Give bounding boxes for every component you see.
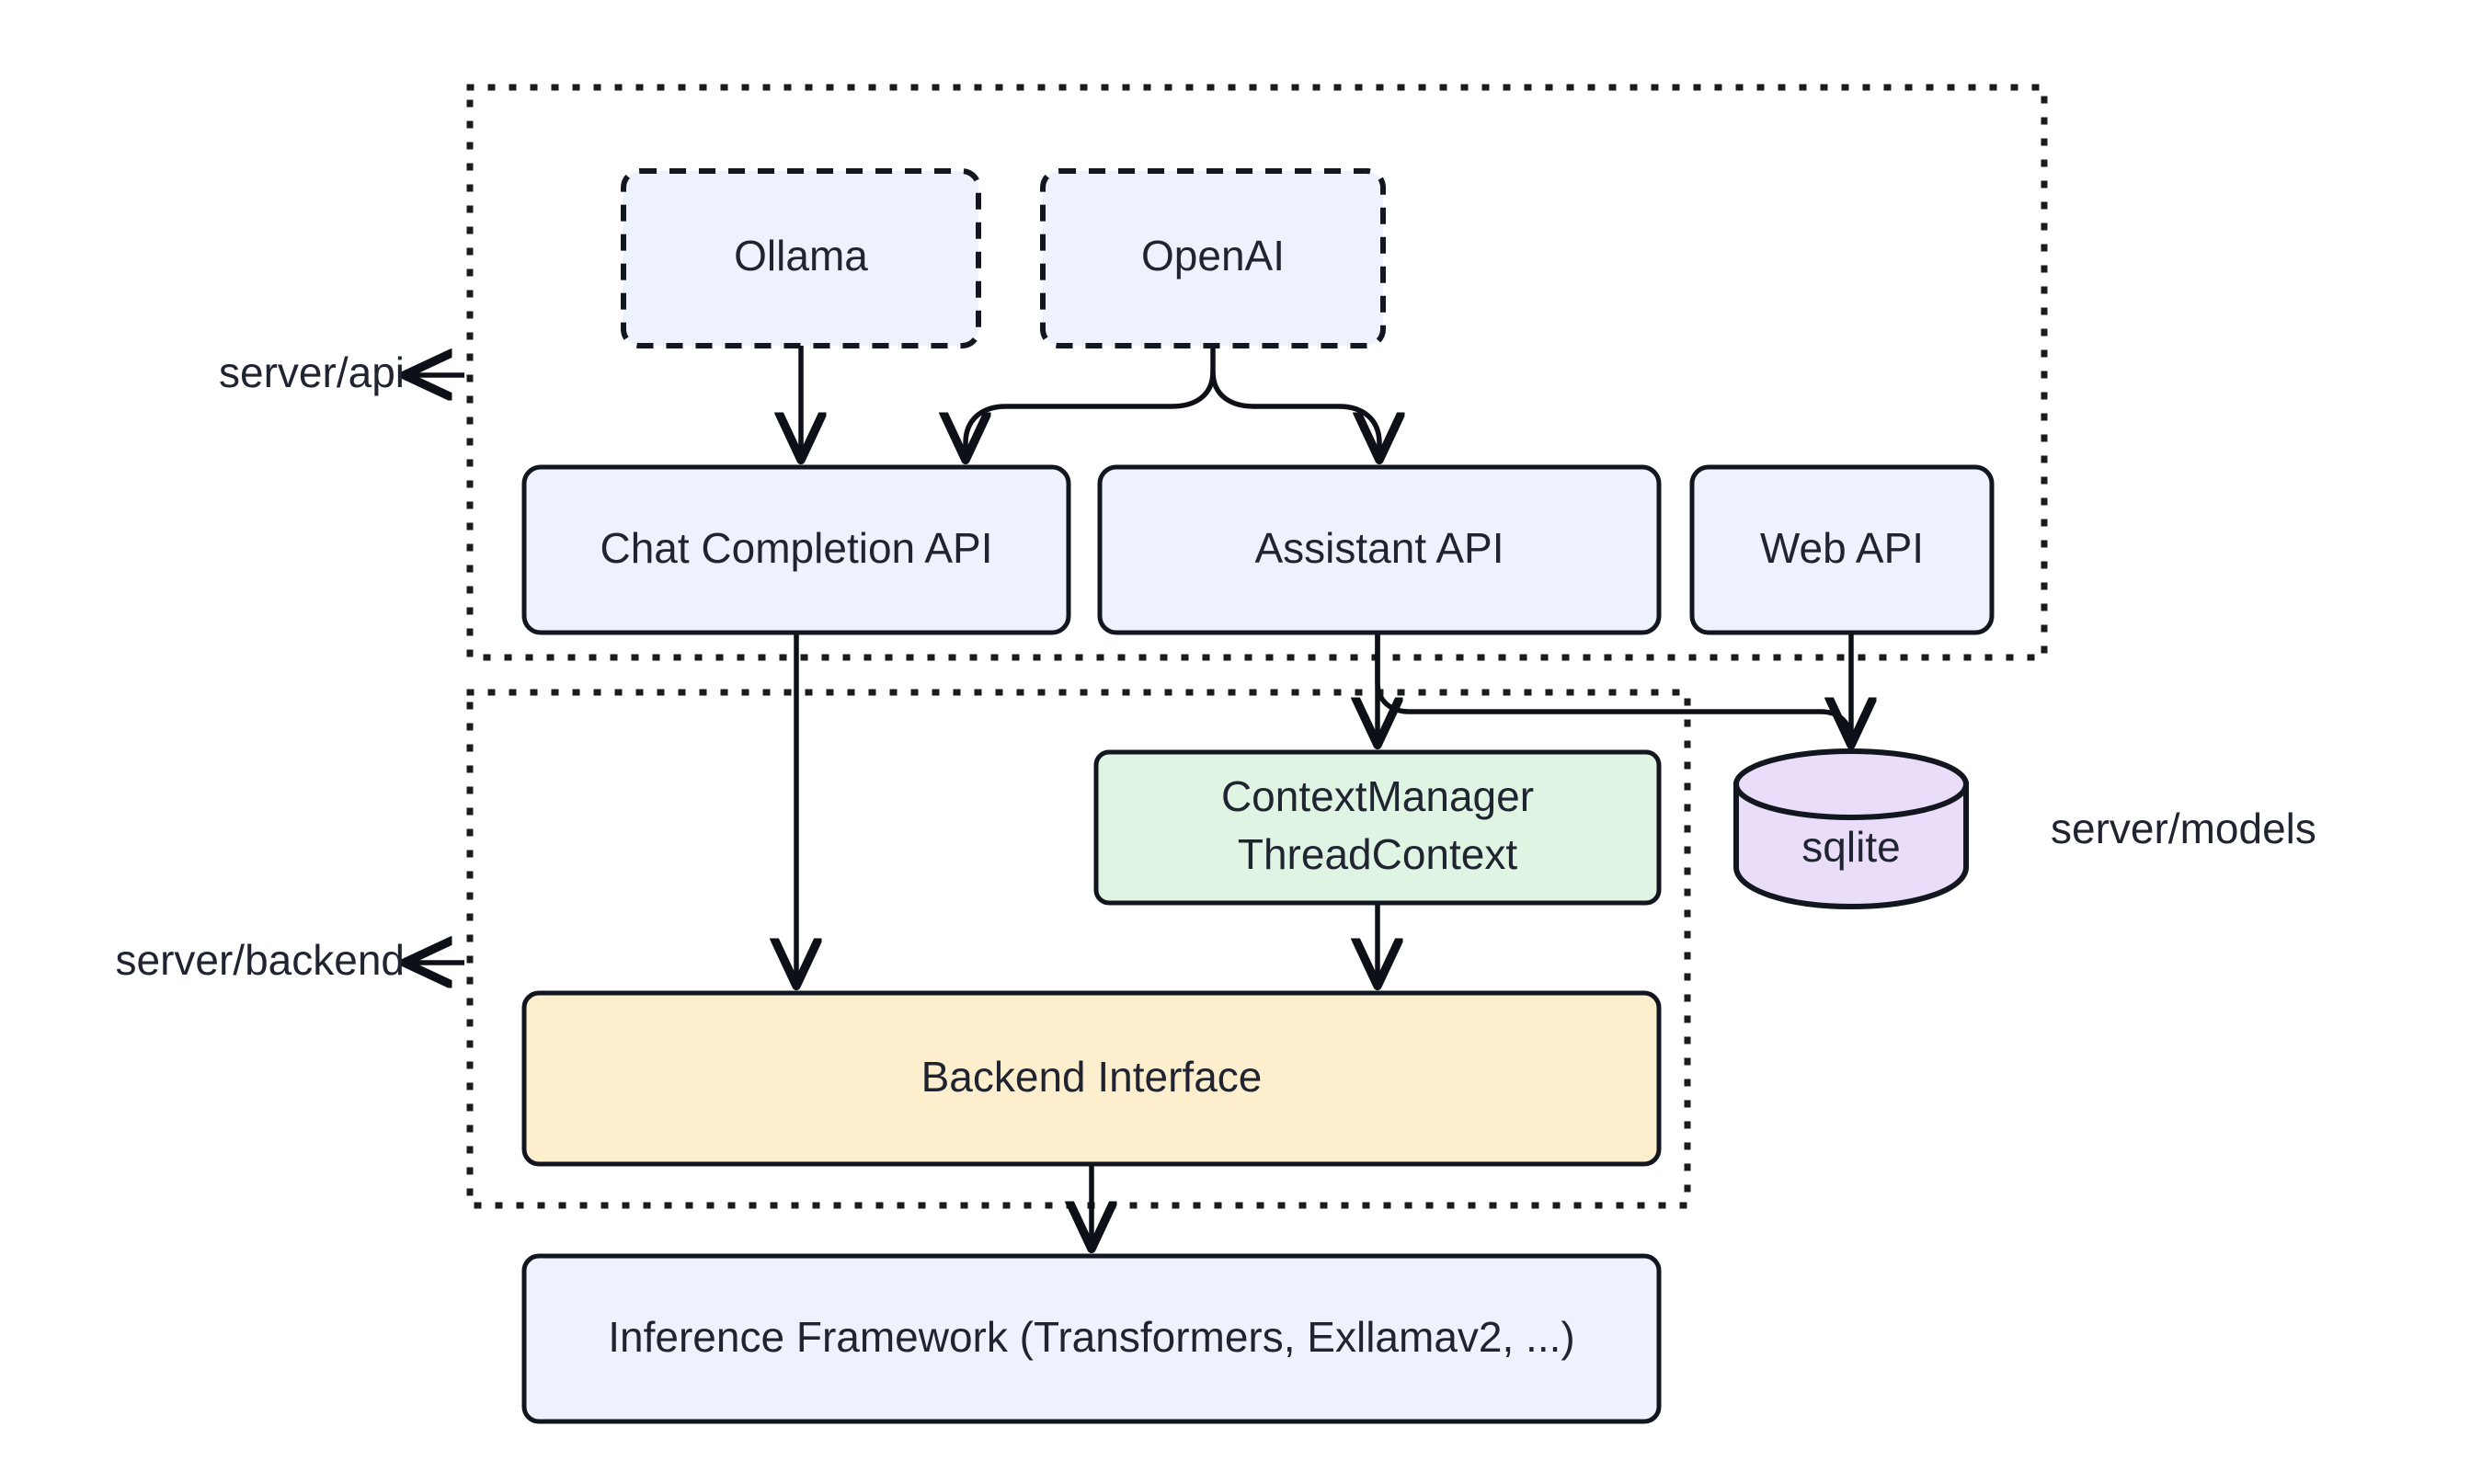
node-inference-framework[interactable]: Inference Framework (Transformers, Exlla… — [521, 1253, 1662, 1424]
node-chat-completion-api[interactable]: Chat Completion API — [521, 464, 1071, 635]
openai-box[interactable] — [1040, 168, 1386, 348]
node-context-manager[interactable]: ContextManager ThreadContext — [1093, 749, 1662, 906]
inference-framework-box[interactable] — [521, 1253, 1662, 1424]
node-assistant-api[interactable]: Assistant API — [1097, 464, 1662, 635]
context-manager-label-line-1: ContextManager — [1221, 772, 1534, 820]
group-label-server-models: server/models — [2051, 805, 2316, 852]
backend-interface-label: Backend Interface — [921, 1053, 1263, 1101]
group-label-server-backend: server/backend — [116, 936, 406, 984]
sqlite-label: sqlite — [1801, 823, 1900, 871]
context-manager-box[interactable] — [1093, 749, 1662, 906]
sqlite-cylinder-top[interactable] — [1733, 748, 1969, 820]
group-label-server-api: server/api — [219, 348, 405, 396]
chat-completion-api-label: Chat Completion API — [600, 524, 992, 572]
ollama-label: Ollama — [734, 232, 868, 280]
node-web-api[interactable]: Web API — [1689, 464, 1995, 635]
assistant-api-label: Assistant API — [1254, 524, 1504, 572]
edge-openai-to-assistant — [1210, 371, 1379, 456]
web-api-label: Web API — [1760, 524, 1924, 572]
group-container-server-api — [466, 84, 2048, 661]
node-sqlite[interactable]: sqlite — [1733, 748, 1969, 910]
node-openai[interactable]: OpenAI — [1040, 168, 1386, 348]
assistant-api-box[interactable] — [1097, 464, 1662, 635]
backend-interface-box[interactable] — [521, 990, 1662, 1167]
server-api-boundary — [466, 84, 2048, 661]
node-backend-interface[interactable]: Backend Interface — [521, 990, 1662, 1167]
web-api-box[interactable] — [1689, 464, 1995, 635]
inference-framework-label: Inference Framework (Transformers, Exlla… — [608, 1313, 1574, 1361]
ollama-box[interactable] — [621, 168, 981, 348]
node-ollama[interactable]: Ollama — [621, 168, 981, 348]
chat-completion-api-box[interactable] — [521, 464, 1071, 635]
context-manager-label-line-2: ThreadContext — [1238, 830, 1517, 878]
openai-label: OpenAI — [1141, 232, 1285, 280]
edge-openai-to-chat-completion — [966, 371, 1216, 456]
